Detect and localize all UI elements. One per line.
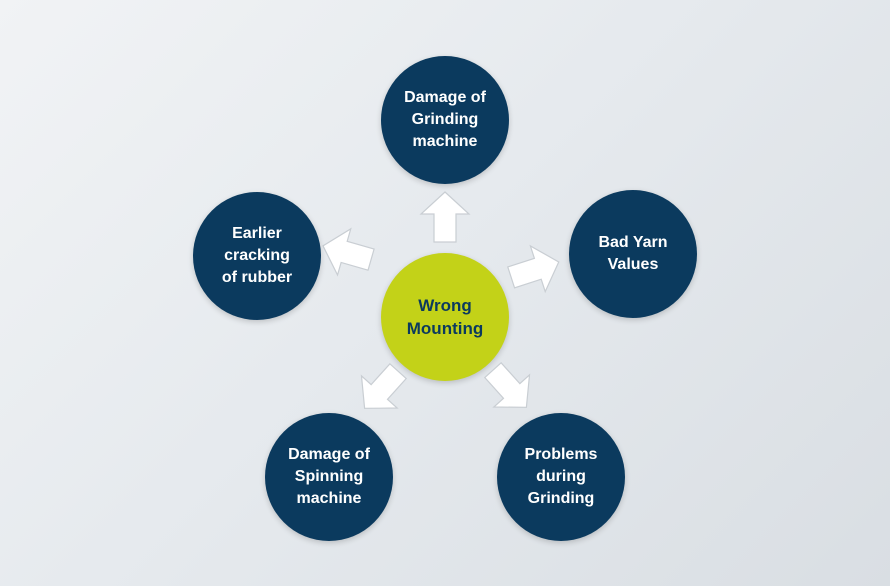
center-node-wrong-mounting: Wrong Mounting xyxy=(381,253,509,381)
node-label: Problems during Grinding xyxy=(524,446,598,507)
node-earlier-cracking: Earlier cracking of rubber xyxy=(193,192,321,320)
arrow-to-grinding-machine-damage xyxy=(420,191,470,243)
node-label: Bad Yarn Values xyxy=(598,234,668,273)
center-label: Wrong Mounting xyxy=(406,296,484,338)
node-bad-yarn-values: Bad Yarn Values xyxy=(569,190,697,318)
node-grinding-machine-damage: Damage of Grinding machine xyxy=(381,56,509,184)
node-problems-during-grinding: Problems during Grinding xyxy=(497,413,625,541)
node-spinning-machine-damage: Damage of Spinning machine xyxy=(265,413,393,541)
arrow-to-bad-yarn-values xyxy=(503,238,567,301)
node-label: Damage of Spinning machine xyxy=(288,446,370,507)
node-label: Damage of Grinding machine xyxy=(404,89,486,150)
arrow-to-earlier-cracking xyxy=(315,222,379,284)
node-label: Earlier cracking of rubber xyxy=(221,225,293,286)
